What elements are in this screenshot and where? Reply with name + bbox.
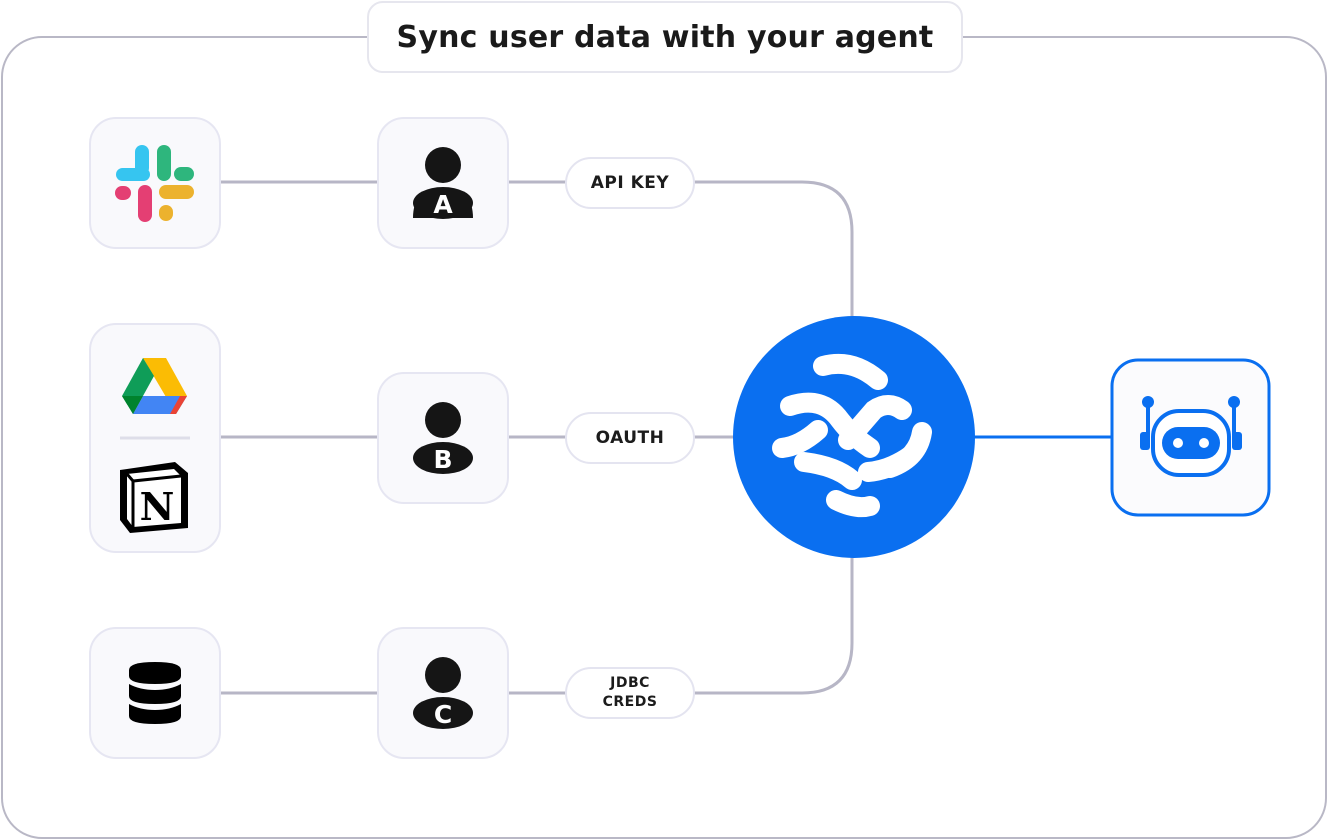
database-icon	[129, 662, 181, 724]
agent-card	[1110, 358, 1271, 517]
notion-logo: N	[120, 462, 188, 533]
user-b-card: B	[377, 372, 509, 504]
slack-card	[89, 117, 221, 249]
diagram-title: Sync user data with your agent	[367, 1, 963, 73]
user-c-card: C	[377, 627, 509, 759]
slack-logo	[115, 145, 194, 222]
user-icon	[413, 657, 473, 729]
svg-text:N: N	[140, 484, 175, 529]
connectors	[220, 180, 854, 695]
docs-card: N	[89, 323, 221, 553]
auth-pill-label-line2: CREDS	[602, 694, 658, 710]
user-a-letter: A	[433, 190, 453, 219]
auth-pill-label: API KEY	[590, 173, 670, 193]
user-a-card: A	[377, 117, 509, 249]
google-drive-logo	[122, 358, 187, 414]
auth-pill-oauth: OAUTH	[565, 412, 695, 464]
robot-icon	[1140, 396, 1242, 477]
user-b-letter: B	[433, 445, 452, 474]
auth-pill-label-line1: JDBC	[610, 675, 650, 691]
user-icon	[413, 402, 473, 474]
user-c-letter: C	[434, 700, 452, 729]
hub-logo	[733, 316, 975, 558]
database-card	[89, 627, 221, 759]
auth-pill-api-key: API KEY	[565, 157, 695, 209]
auth-pill-label: OAUTH	[595, 428, 665, 448]
auth-pill-jdbc: JDBC CREDS	[565, 667, 695, 719]
user-icon	[413, 147, 473, 219]
